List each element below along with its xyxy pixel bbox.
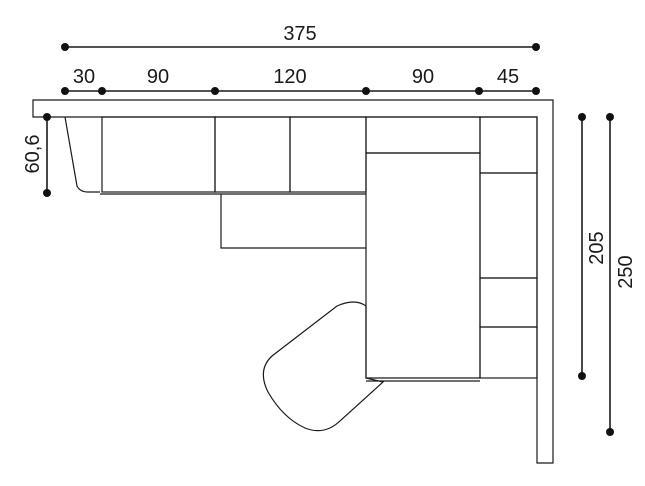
right-armrest-lower-1 — [479, 277, 538, 328]
inner-height-dimension: 205 — [578, 113, 608, 380]
right-armrest-middle — [479, 172, 538, 279]
left-depth-dimension: 60,6 — [22, 113, 51, 197]
dimension-dot — [43, 189, 51, 197]
seat-cushion-2 — [214, 116, 291, 193]
dimension-dot — [98, 87, 106, 95]
left-depth-label: 60,6 — [22, 135, 44, 174]
segment-label-1: 30 — [73, 66, 95, 88]
segment-label-4: 90 — [412, 66, 434, 88]
dimension-dot — [61, 43, 69, 51]
segment-label-5: 45 — [497, 66, 519, 88]
segment-label-3: 120 — [273, 66, 306, 88]
overall-height-dimension: 250 — [606, 113, 637, 436]
dimension-dot — [578, 372, 586, 380]
pullout-bed — [220, 194, 366, 249]
dimension-dot — [211, 87, 219, 95]
dimension-dot — [362, 87, 370, 95]
dimension-dot — [532, 43, 540, 51]
right-armrest-upper — [479, 116, 538, 174]
chaise-seat — [365, 152, 481, 379]
side-table — [262, 301, 385, 432]
left-armrest — [64, 116, 100, 193]
overall-width-dimension: 375 — [61, 23, 540, 51]
seat-cushion-1 — [101, 116, 216, 193]
chaise-back-cushion — [365, 116, 481, 154]
dimension-dot — [532, 87, 540, 95]
right-armrest-lower-2 — [479, 326, 538, 379]
dimension-dot — [578, 113, 586, 121]
dimension-dot — [475, 87, 483, 95]
overall-height-label: 250 — [615, 255, 637, 288]
inner-height-label: 205 — [586, 231, 608, 264]
dimension-dot — [61, 87, 69, 95]
segment-dimensions: 30 90 120 90 45 — [61, 66, 540, 95]
dimension-dot — [43, 113, 51, 121]
overall-width-label: 375 — [283, 23, 316, 45]
dimension-dot — [606, 428, 614, 436]
seat-cushion-3 — [289, 116, 367, 193]
dimension-dot — [606, 113, 614, 121]
backrest-frame — [32, 99, 554, 464]
segment-label-2: 90 — [147, 66, 169, 88]
sofa-outline — [32, 99, 554, 464]
